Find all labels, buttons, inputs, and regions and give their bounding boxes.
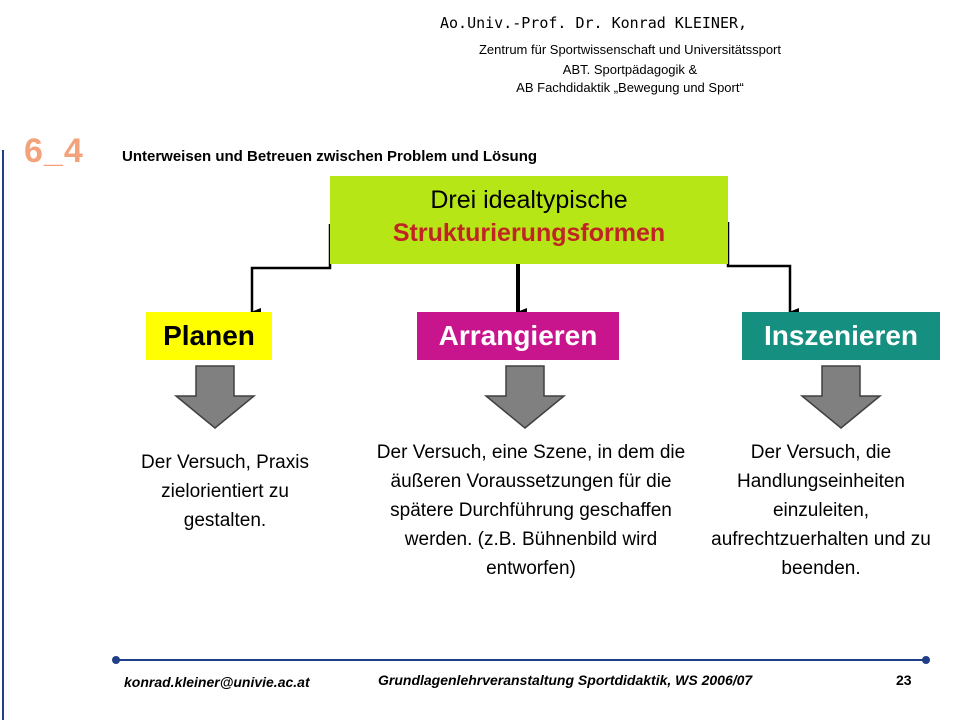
connector-to-inszenieren xyxy=(726,222,799,316)
page-number: 23 xyxy=(896,672,912,688)
slide-subtitle: Unterweisen und Betreuen zwischen Proble… xyxy=(122,148,538,165)
block-arrow-arrangieren xyxy=(483,365,567,429)
footer-course: Grundlagenlehrveranstaltung Sportdidakti… xyxy=(378,672,753,688)
footer-rule-left-dot xyxy=(112,656,120,664)
block-arrow-inszenieren xyxy=(799,365,883,429)
main-box-line2: Strukturierungsformen xyxy=(392,219,666,247)
main-box-line1: Drei idealtypische xyxy=(430,186,628,214)
description-inszenieren: Der Versuch, die Handlungseinheiten einz… xyxy=(711,442,931,579)
description-arrangieren: Der Versuch, eine Szene, in dem die äuße… xyxy=(376,442,686,579)
connector-to-planen xyxy=(250,224,332,316)
category-planen: Planen xyxy=(146,312,272,360)
category-arrangieren: Arrangieren xyxy=(417,312,619,360)
category-inszenieren: Inszenieren xyxy=(742,312,940,360)
footer-rule-right-dot xyxy=(922,656,930,664)
main-concept-box: Drei idealtypische Strukturierungsformen xyxy=(330,176,728,264)
header-department: ABT. Sportpädagogik & xyxy=(562,62,698,77)
header-institution: Zentrum für Sportwissenschaft und Univer… xyxy=(478,42,781,57)
description-planen: Der Versuch, Praxis zielorientiert zu ge… xyxy=(141,452,309,531)
footer-email: konrad.kleiner@univie.ac.at xyxy=(124,674,310,690)
left-margin-rule xyxy=(2,150,4,720)
block-arrow-planen xyxy=(173,365,257,429)
header-author: Ao.Univ.-Prof. Dr. Konrad KLEINER, xyxy=(440,14,748,32)
header-section: AB Fachdidaktik „Bewegung und Sport“ xyxy=(516,80,744,95)
slide-number: 6_4 xyxy=(24,132,84,170)
